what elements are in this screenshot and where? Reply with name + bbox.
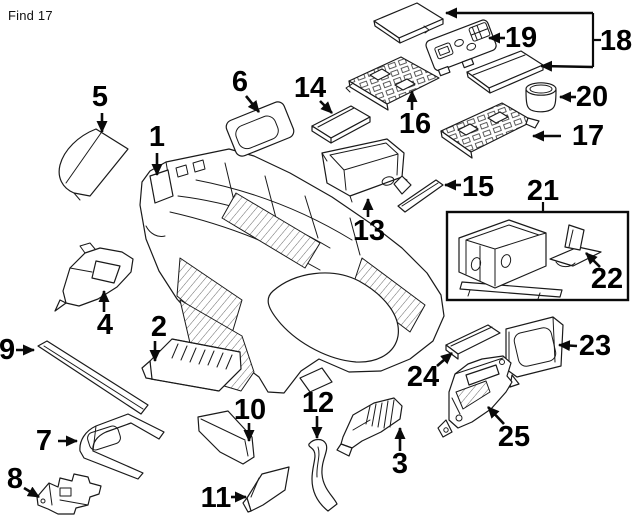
group-21-box — [445, 210, 630, 302]
leader-arrow-6 — [244, 95, 261, 113]
part-label-17[interactable]: 17 — [572, 120, 604, 152]
leader-arrow-24 — [436, 352, 453, 367]
part-label-22[interactable]: 22 — [591, 263, 623, 295]
part-21-bin-drawing[interactable] — [458, 219, 563, 300]
part-label-21[interactable]: 21 — [527, 175, 559, 207]
part-6-drawing[interactable] — [224, 100, 296, 158]
part-label-2[interactable]: 2 — [151, 311, 167, 343]
leader-arrow-14 — [319, 100, 333, 114]
part-4-drawing[interactable] — [54, 242, 134, 312]
part-label-4[interactable]: 4 — [97, 309, 113, 341]
part-20-drawing[interactable] — [525, 82, 557, 113]
part-label-5[interactable]: 5 — [92, 81, 108, 113]
part-label-25[interactable]: 25 — [498, 421, 530, 453]
part-label-19[interactable]: 19 — [505, 22, 537, 54]
find-instruction-text: Find 17 — [8, 8, 53, 23]
part-10-drawing[interactable] — [197, 410, 255, 465]
part-label-24[interactable]: 24 — [407, 361, 439, 393]
part-25-drawing[interactable] — [437, 355, 513, 438]
part-label-10[interactable]: 10 — [234, 394, 266, 426]
part-7-drawing[interactable] — [79, 413, 165, 480]
part-16-drawing[interactable] — [345, 56, 440, 111]
part-label-14[interactable]: 14 — [294, 72, 326, 104]
part-label-16[interactable]: 16 — [399, 108, 431, 140]
part-23-drawing[interactable] — [505, 316, 564, 388]
part-label-23[interactable]: 23 — [579, 330, 611, 362]
part-label-9[interactable]: 9 — [0, 334, 15, 366]
leader-arrow-25 — [487, 406, 505, 425]
part-label-11[interactable]: 11 — [201, 482, 232, 514]
part-label-6[interactable]: 6 — [232, 66, 248, 98]
part-2-drawing[interactable] — [141, 338, 242, 392]
part-3-drawing[interactable] — [336, 397, 403, 457]
part-label-13[interactable]: 13 — [353, 215, 385, 247]
part-label-18[interactable]: 18 — [600, 25, 632, 57]
leader-arrow-23 — [558, 340, 578, 352]
part-14-drawing[interactable] — [311, 105, 371, 144]
part-label-7[interactable]: 7 — [36, 425, 52, 457]
part-11-drawing[interactable] — [242, 466, 290, 513]
leader-arrow-18 — [540, 60, 594, 72]
part-label-20[interactable]: 20 — [576, 81, 608, 113]
part-12-drawing[interactable] — [308, 438, 338, 512]
part-label-15[interactable]: 15 — [462, 171, 494, 203]
part-1-front-bracket[interactable] — [145, 159, 206, 237]
part-label-12[interactable]: 12 — [302, 387, 334, 419]
part-label-1[interactable]: 1 — [149, 121, 165, 153]
part-24-drawing[interactable] — [445, 324, 501, 360]
leader-arrow-22 — [585, 252, 601, 268]
part-9-drawing[interactable] — [37, 340, 149, 415]
part-18-lid-top-drawing[interactable] — [373, 2, 444, 44]
part-13-drawing[interactable] — [321, 138, 408, 203]
part-18-lid-bottom-drawing[interactable] — [466, 50, 544, 94]
leader-arrow-8 — [23, 486, 40, 499]
part-15-drawing[interactable] — [393, 175, 444, 213]
part-17-drawing[interactable] — [440, 102, 540, 159]
part-label-8[interactable]: 8 — [7, 463, 23, 495]
part-8-drawing[interactable] — [36, 473, 102, 515]
part-22-drawing[interactable] — [549, 224, 602, 268]
part-label-3[interactable]: 3 — [392, 448, 408, 480]
part-5-drawing[interactable] — [58, 128, 129, 201]
part-19-drawing[interactable] — [425, 19, 500, 78]
